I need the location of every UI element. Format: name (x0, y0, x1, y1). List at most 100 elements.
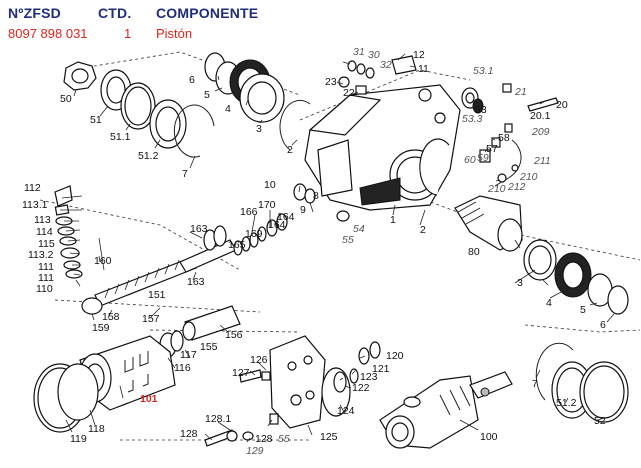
label-157: 157 (142, 313, 160, 325)
label-52: 52 (594, 415, 606, 427)
part-labels: 50 51 51.1 51.2 7 6 5 4 3 2 1 2 31 30 32… (22, 46, 606, 457)
seal-2-right (419, 138, 450, 196)
label-110: 110 (36, 283, 53, 295)
label-32: 32 (380, 59, 392, 71)
quantity-value: 1 (124, 26, 132, 41)
label-50: 50 (60, 93, 72, 105)
top-left-bearing-group (63, 52, 311, 158)
label-170: 170 (258, 199, 276, 211)
label-31: 31 (353, 46, 365, 58)
ring-159 (81, 297, 103, 315)
label-123: 123 (360, 371, 378, 383)
label-121: 121 (372, 363, 390, 375)
label-156: 156 (225, 329, 243, 341)
exploded-parts-diagram: 50 51 51.1 51.2 7 6 5 4 3 2 1 2 31 30 32… (22, 46, 641, 457)
label-128b: 128 (255, 433, 273, 445)
sector-shaft-group (336, 195, 629, 315)
label-118: 118 (88, 423, 105, 435)
label-209: 209 (531, 126, 550, 138)
label-22: 22 (343, 87, 355, 99)
label-30: 30 (368, 49, 380, 61)
label-115: 115 (38, 238, 55, 250)
label-59: 59 (477, 152, 489, 164)
label-111a: 111 (38, 261, 54, 273)
label-116: 116 (174, 362, 191, 374)
label-2b: 2 (420, 224, 426, 236)
label-210a: 210 (519, 171, 538, 183)
label-117: 117 (180, 349, 197, 361)
label-20: 20 (556, 99, 568, 111)
label-51-2: 51.2 (138, 150, 159, 162)
part-number-value: 8097 898 031 (8, 26, 88, 41)
label-169: 169 (245, 228, 263, 240)
label-6-right: 6 (600, 319, 606, 331)
label-125: 125 (320, 431, 338, 443)
label-119: 119 (70, 433, 87, 445)
label-212: 212 (507, 181, 526, 193)
col-quantity-header: CTD. (98, 5, 132, 21)
seal-2-left (279, 99, 311, 151)
label-151: 151 (148, 289, 166, 301)
label-211: 211 (533, 155, 551, 167)
label-57: 57 (486, 143, 498, 155)
label-101: 101 (140, 393, 158, 405)
label-51-2-right: 51.2 (556, 397, 577, 409)
ring-6-right (607, 285, 629, 315)
ring-118 (57, 363, 99, 421)
label-100: 100 (480, 431, 498, 443)
label-160: 160 (94, 255, 112, 267)
label-112: 112 (24, 182, 41, 194)
label-166: 166 (240, 206, 258, 218)
label-113-1: 113.1 (22, 199, 48, 211)
leader-lines (60, 53, 615, 443)
label-111b: 111 (38, 272, 54, 284)
label-164b: 164 (277, 211, 295, 223)
col-component-header: COMPONENTE (156, 5, 259, 21)
snap-ring-7-right (535, 342, 574, 401)
label-127: 127 (232, 367, 250, 379)
label-5-right: 5 (580, 304, 586, 316)
snap-ring-7 (173, 104, 215, 158)
label-126: 126 (250, 354, 268, 366)
label-58: 58 (498, 132, 510, 144)
label-80: 80 (468, 246, 480, 258)
label-54: 54 (353, 223, 365, 235)
label-9: 9 (300, 204, 306, 216)
label-7-right: 7 (532, 378, 538, 390)
label-12: 12 (413, 49, 425, 61)
label-114: 114 (36, 226, 53, 238)
label-159: 159 (92, 322, 110, 334)
right-seal-group (535, 342, 629, 423)
label-20-1: 20.1 (530, 110, 551, 122)
label-210b: 210 (487, 183, 506, 195)
label-113-2: 113.2 (28, 249, 54, 261)
label-21: 21 (514, 86, 527, 98)
label-60: 60 (464, 154, 476, 166)
label-3-right: 3 (517, 277, 523, 289)
plug-54 (336, 210, 350, 222)
label-55b: 55 (278, 433, 290, 445)
label-2: 2 (287, 144, 293, 156)
label-128-1: 128.1 (205, 413, 231, 425)
label-5: 5 (204, 89, 210, 101)
steering-housing (304, 55, 461, 211)
label-122: 122 (352, 382, 370, 394)
label-128a: 128 (180, 428, 198, 440)
output-shaft-group (379, 371, 513, 449)
label-11: 11 (418, 63, 429, 75)
label-120: 120 (386, 350, 404, 362)
label-7: 7 (182, 168, 188, 180)
col-part-number-header: NºZFSD (8, 5, 61, 21)
label-3: 3 (256, 123, 262, 135)
label-163: 163 (190, 223, 208, 235)
label-51: 51 (90, 114, 102, 126)
component-value: Pistón (156, 26, 193, 41)
label-164: 164 (268, 219, 286, 231)
label-113: 113 (34, 214, 51, 226)
label-4: 4 (225, 103, 231, 115)
label-53: 53 (475, 104, 487, 116)
valve-fittings (338, 60, 559, 187)
label-51-1: 51.1 (110, 131, 131, 143)
label-53-1: 53.1 (473, 65, 493, 77)
label-124: 124 (337, 405, 355, 417)
